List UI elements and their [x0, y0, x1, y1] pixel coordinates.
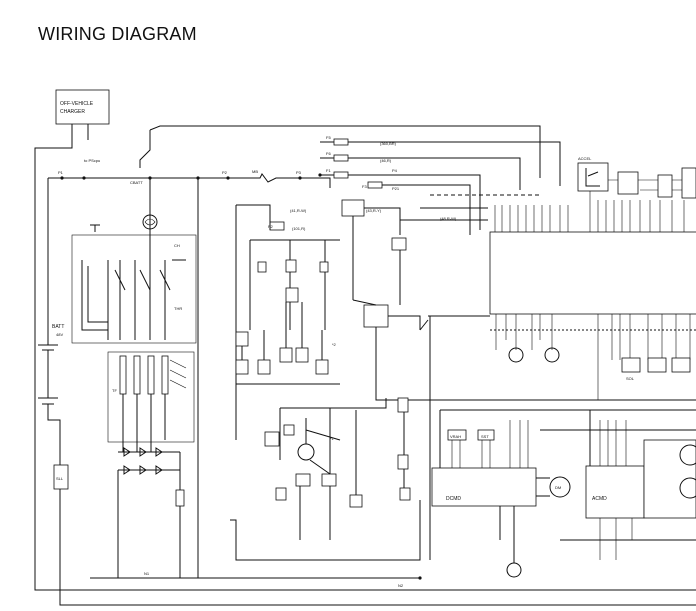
node-f2: F2 [268, 224, 273, 229]
wire-code: (43,R-Y) [366, 208, 382, 213]
transformer: TF [107, 351, 195, 452]
off-vehicle-charger: OFF-VEHICLE CHARGER [55, 89, 110, 125]
ground-bus: N1 N2 [59, 520, 696, 606]
charger-label-line1: OFF-VEHICLE [60, 101, 94, 107]
battery: BATT 48V [38, 324, 64, 465]
batt-voltage-label: 48V [56, 332, 63, 337]
tf-label: TF [112, 388, 117, 393]
controller-block [400, 179, 696, 315]
node-n1: N1 [144, 571, 150, 576]
relay-section: *2 [235, 199, 490, 440]
accel-pedal: ACCEL [577, 156, 609, 192]
cbatt-label: CBATT [130, 180, 143, 185]
sst-label: SST [481, 434, 489, 439]
node-p1: P1 [58, 170, 64, 175]
thr-label: THR [174, 306, 182, 311]
vrah-label: VRAH [450, 434, 461, 439]
accel-label: ACCEL [578, 156, 592, 161]
controller-outputs: SOL [429, 314, 696, 560]
node-p4: P4 [392, 168, 398, 173]
switch-cluster: *1 [230, 397, 421, 561]
node-n2: N2 [398, 583, 404, 588]
wire-code: (101,R) [292, 226, 306, 231]
batt-label: BATT [52, 324, 64, 330]
node-p21: P21 [392, 186, 400, 191]
acmd-label: ACMD [592, 496, 607, 502]
node-f5: F5 [326, 135, 331, 140]
dcmd-label: DCMD [446, 496, 461, 502]
note-1-label: *1 [330, 436, 335, 441]
node-f1: F1 [326, 168, 331, 173]
to-pscpu-label: to PScpu [84, 158, 100, 163]
node-p3: P3 [296, 170, 302, 175]
node-f3: F3 [362, 184, 367, 189]
note-2-label: *2 [332, 342, 337, 347]
node-p2: P2 [222, 170, 228, 175]
fuse-block [269, 138, 383, 231]
node-f6: F6 [326, 151, 331, 156]
wire-code: (46,R) [380, 158, 392, 163]
wire-code: (41,R-W) [290, 208, 307, 213]
charger-label-line2: CHARGER [60, 109, 85, 115]
acmd-module: ACMD [540, 410, 696, 560]
charger-internal: CH THR [71, 214, 197, 344]
sll-box: SLL [53, 464, 69, 590]
ch-label: CH [174, 243, 180, 248]
dm-label: DM [555, 485, 561, 490]
sensor-boxes [617, 167, 696, 199]
sol-label: SOL [626, 376, 635, 381]
wire-code: (48,R-W) [440, 216, 457, 221]
sll-label: SLL [56, 476, 64, 481]
wire-code: (360,BR) [380, 141, 397, 146]
mb-label: MB [252, 169, 258, 174]
page-title: WIRING DIAGRAM [38, 24, 197, 44]
bus-nodes: P1 P2 P3 P4 F1 F2 F3 F5 F6 P21 [58, 135, 400, 229]
wire-code-labels: (360,BR) (46,R) (41,R-W) (43,R-Y) (101,R… [290, 141, 457, 231]
dcmd-module: DCMD VRAH SST DM [412, 399, 696, 578]
diode-bridge [117, 447, 185, 520]
